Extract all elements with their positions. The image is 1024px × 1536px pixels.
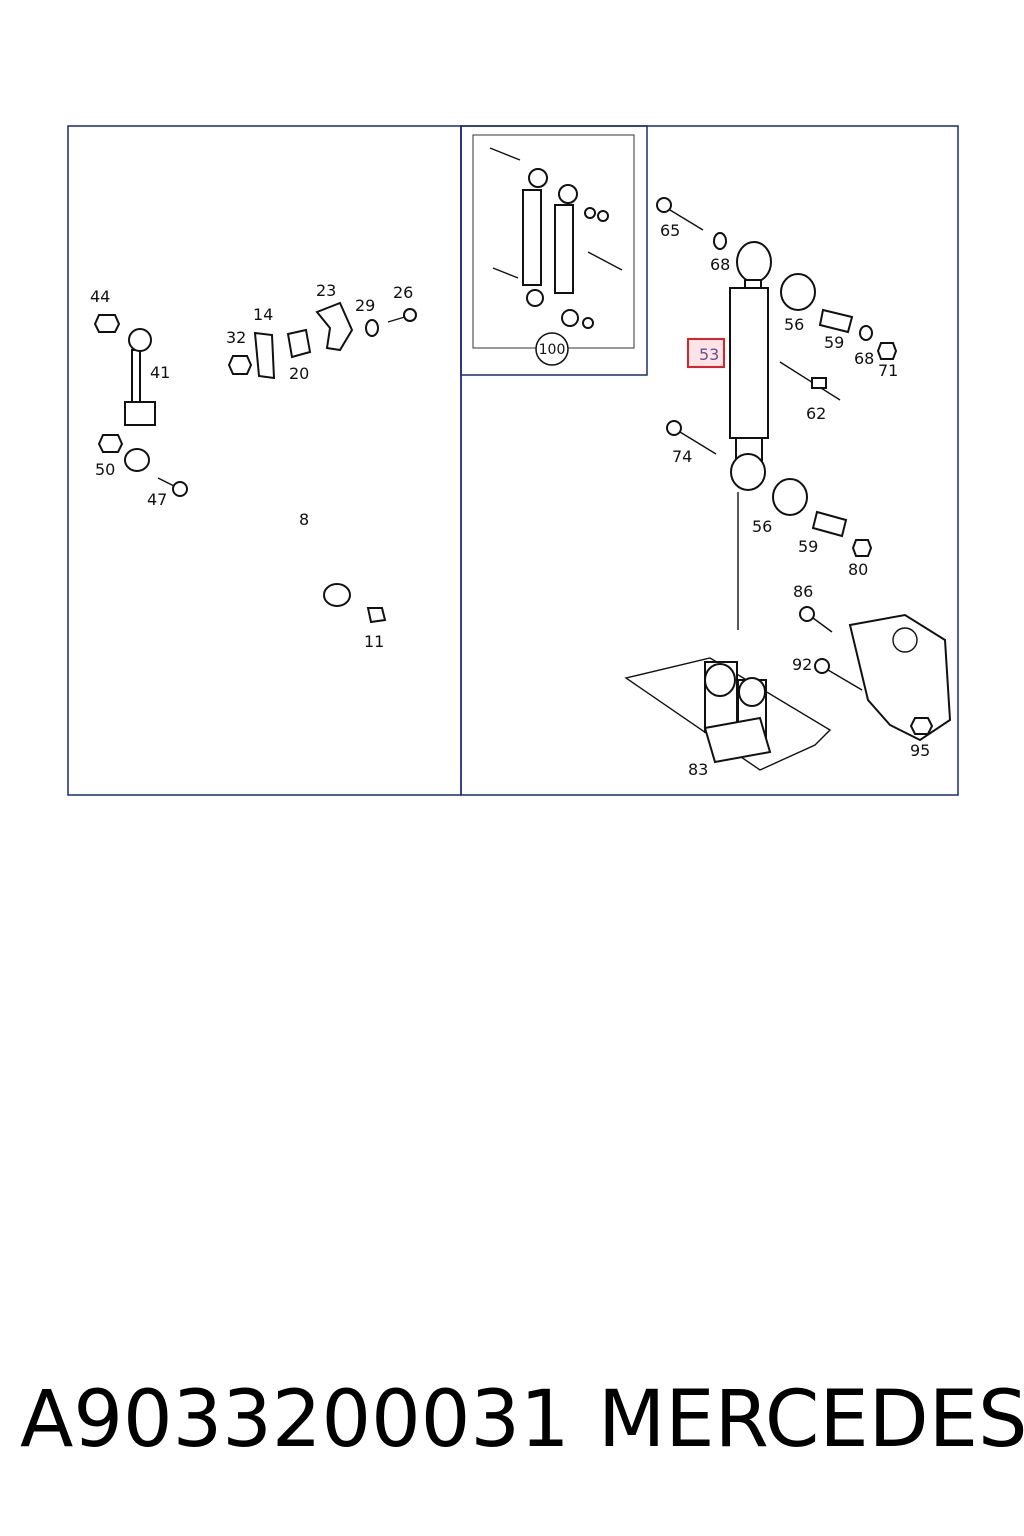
label-56a: 56 bbox=[784, 315, 804, 334]
link-rod-41 bbox=[124, 328, 156, 426]
callout-100-circle bbox=[535, 332, 569, 366]
clamp-14 bbox=[253, 331, 276, 380]
inset-panel-frame bbox=[460, 125, 648, 376]
bolt-86 bbox=[799, 606, 833, 633]
stabilizer-bar-8 bbox=[138, 420, 434, 594]
bushing-56a bbox=[780, 273, 816, 311]
right-panel-frame bbox=[460, 125, 959, 796]
label-14: 14 bbox=[253, 305, 273, 324]
label-95: 95 bbox=[910, 741, 930, 760]
nut-50 bbox=[97, 434, 124, 453]
label-74: 74 bbox=[672, 447, 692, 466]
label-59b: 59 bbox=[798, 537, 818, 556]
label-8: 8 bbox=[299, 510, 309, 529]
label-71: 71 bbox=[878, 361, 898, 380]
bushing-end bbox=[124, 448, 150, 472]
inset-shock-absorbers bbox=[489, 147, 623, 329]
label-62: 62 bbox=[806, 404, 826, 423]
brand-name: MERCEDES bbox=[598, 1375, 1024, 1465]
label-53: 53 bbox=[699, 345, 719, 364]
nut-44 bbox=[93, 314, 121, 333]
nut-95 bbox=[909, 717, 934, 735]
bolt-92 bbox=[814, 658, 863, 691]
sleeve-59a bbox=[818, 308, 854, 334]
label-32: 32 bbox=[226, 328, 246, 347]
bushing-56b bbox=[772, 478, 808, 516]
label-100: 100 bbox=[539, 342, 566, 358]
part-number: A9033200031 bbox=[20, 1375, 570, 1465]
label-80: 80 bbox=[848, 560, 868, 579]
footer: A9033200031 MERCEDES bbox=[0, 1375, 1024, 1475]
bolt-65 bbox=[656, 197, 704, 231]
label-44: 44 bbox=[90, 287, 110, 306]
label-29: 29 bbox=[355, 296, 375, 315]
nut-11 bbox=[366, 607, 387, 624]
label-41: 41 bbox=[150, 363, 170, 382]
label-68b: 68 bbox=[854, 349, 874, 368]
label-65: 65 bbox=[660, 221, 680, 240]
washer-68a bbox=[713, 232, 727, 250]
sleeve-59b bbox=[811, 510, 848, 538]
nut-32 bbox=[227, 355, 253, 375]
label-23: 23 bbox=[316, 281, 336, 300]
nut-80 bbox=[851, 539, 873, 557]
bolt-74 bbox=[666, 420, 717, 455]
bracket-23 bbox=[315, 301, 354, 352]
washer-68b bbox=[859, 325, 873, 341]
label-26: 26 bbox=[393, 283, 413, 302]
mount-83 bbox=[624, 657, 832, 771]
label-83: 83 bbox=[688, 760, 708, 779]
label-68a: 68 bbox=[710, 255, 730, 274]
bushing-end-2 bbox=[323, 583, 351, 607]
washer-29 bbox=[365, 319, 379, 337]
highlight-box-53 bbox=[687, 338, 725, 368]
label-11: 11 bbox=[364, 632, 384, 651]
shock-absorber-53 bbox=[729, 241, 772, 491]
nut-71 bbox=[876, 342, 898, 360]
inset-inner-frame bbox=[472, 134, 635, 349]
label-86: 86 bbox=[793, 582, 813, 601]
label-59a: 59 bbox=[824, 333, 844, 352]
axle-bracket bbox=[848, 613, 952, 742]
label-47: 47 bbox=[147, 490, 167, 509]
bolt-26 bbox=[387, 308, 417, 323]
bushing-20 bbox=[286, 328, 312, 359]
label-20: 20 bbox=[289, 364, 309, 383]
stud-62 bbox=[779, 361, 841, 401]
label-92: 92 bbox=[792, 655, 812, 674]
bolt-47 bbox=[157, 477, 188, 497]
label-56b: 56 bbox=[752, 517, 772, 536]
parts-diagram: 44 41 50 47 14 32 20 23 29 26 8 11 100 6… bbox=[67, 125, 959, 796]
label-50: 50 bbox=[95, 460, 115, 479]
